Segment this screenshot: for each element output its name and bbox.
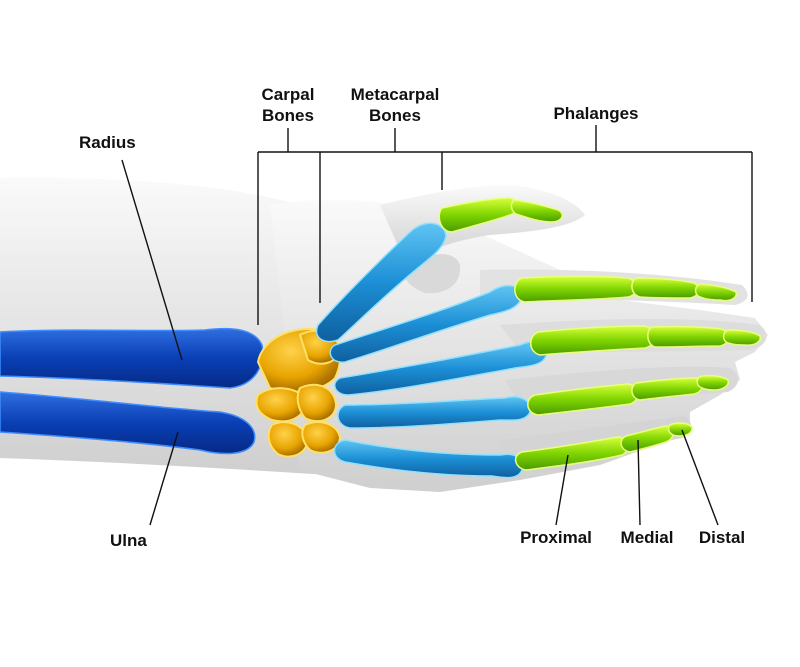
label-phalanges: Phalanges: [553, 104, 638, 123]
label-distal: Distal: [699, 528, 745, 547]
label-metacarpal-line1: Metacarpal: [351, 85, 440, 104]
label-carpal-line1: Carpal: [262, 85, 315, 104]
label-metacarpal-line2: Bones: [369, 106, 421, 125]
label-proximal: Proximal: [520, 528, 592, 547]
metacarpal-bones: [315, 222, 547, 479]
label-radius: Radius: [79, 133, 136, 152]
phalanges-bones: [438, 197, 762, 471]
label-ulna: Ulna: [110, 531, 147, 550]
carpal-bones: [255, 328, 342, 458]
labels: Radius Ulna Carpal Bones Metacarpal Bone…: [79, 85, 745, 550]
forearm-bones: [0, 327, 264, 455]
label-carpal-line2: Bones: [262, 106, 314, 125]
leader-lines: [121, 125, 753, 526]
ulna-bone: [0, 391, 256, 455]
label-medial: Medial: [621, 528, 674, 547]
radius-bone: [0, 327, 264, 389]
